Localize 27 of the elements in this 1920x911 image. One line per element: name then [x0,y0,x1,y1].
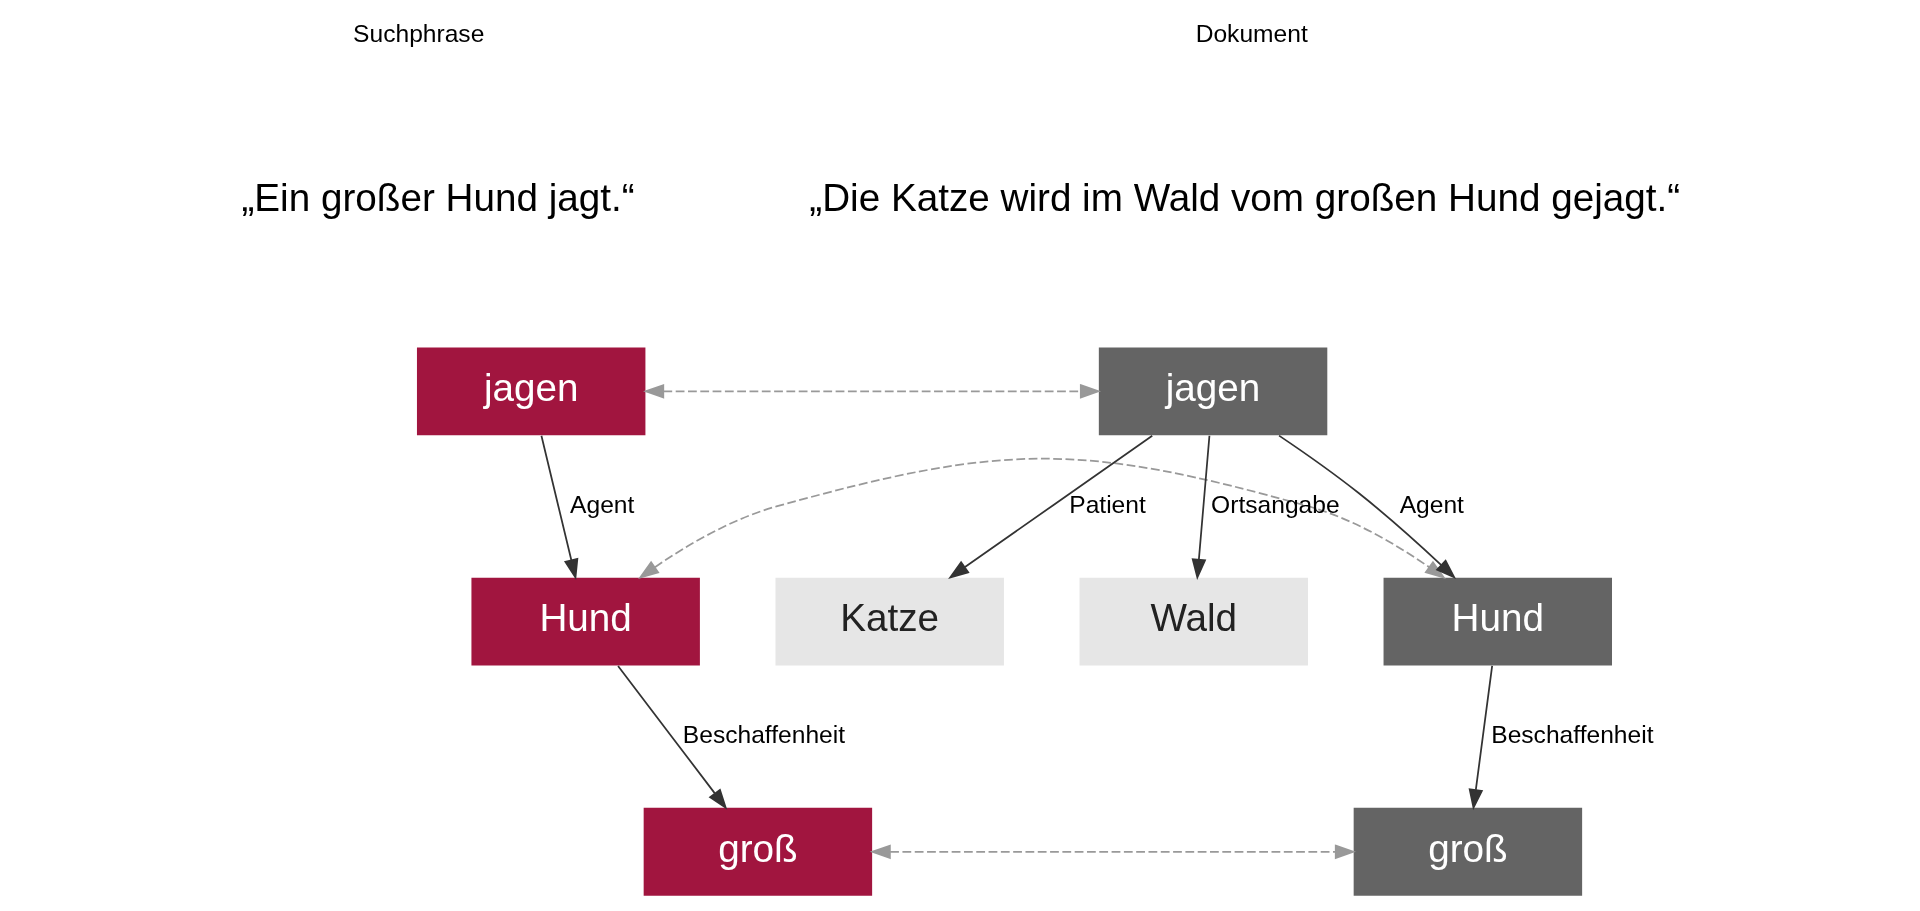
edge-label: Beschaffenheit [682,721,846,749]
edge-label: Beschaffenheit [1491,721,1654,749]
arrow [617,665,728,810]
label: Suchphrase [353,19,485,47]
arrow [948,434,1154,579]
arrow [869,844,1356,860]
arrow [1191,434,1211,580]
label: „Die Katze wird im Wald vom großen Hund gejagt.“ [809,176,1681,220]
node-box: Hund [1383,577,1612,666]
node-box: jagen [1098,347,1328,436]
node-box: Hund [471,577,700,666]
edge-label: Agent [570,490,635,518]
arrow [643,383,1102,399]
edge-label: Patient [1069,490,1146,518]
arrow [540,434,579,580]
edge-label: Ortsangabe [1211,490,1340,518]
arrow [638,457,1446,580]
label: Dokument [1195,19,1308,47]
node-box: Katze [775,577,1004,666]
edge-label: Agent [1399,490,1464,518]
node-box: jagen [416,347,646,436]
arrow [1468,665,1494,811]
node-box: Wald [1079,577,1308,666]
node-box: groß [643,807,873,896]
arrow [1278,434,1457,579]
label: „Ein großer Hund jagt.“ [241,176,635,220]
node-box: groß [1353,807,1583,896]
